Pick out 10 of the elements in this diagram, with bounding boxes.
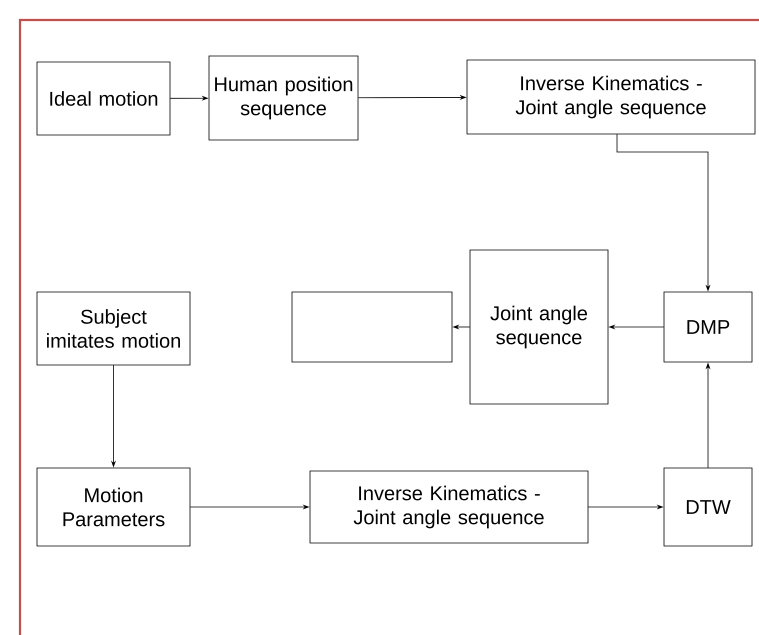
process-box: Ideal motion — [36, 62, 170, 136]
process-box: Inverse Kinematics - Joint angle sequence — [466, 60, 756, 134]
process-box: DTW — [664, 468, 752, 546]
process-box: Human position sequence — [208, 56, 358, 140]
process-box: Motion Parameters — [36, 468, 190, 546]
empty-box — [292, 292, 452, 362]
process-box: Joint angle sequence — [470, 250, 608, 404]
process-box: Subject imitates motion — [36, 292, 190, 366]
process-box: Inverse Kinematics - Joint angle sequence — [310, 470, 588, 544]
process-box: DMP — [664, 292, 752, 362]
